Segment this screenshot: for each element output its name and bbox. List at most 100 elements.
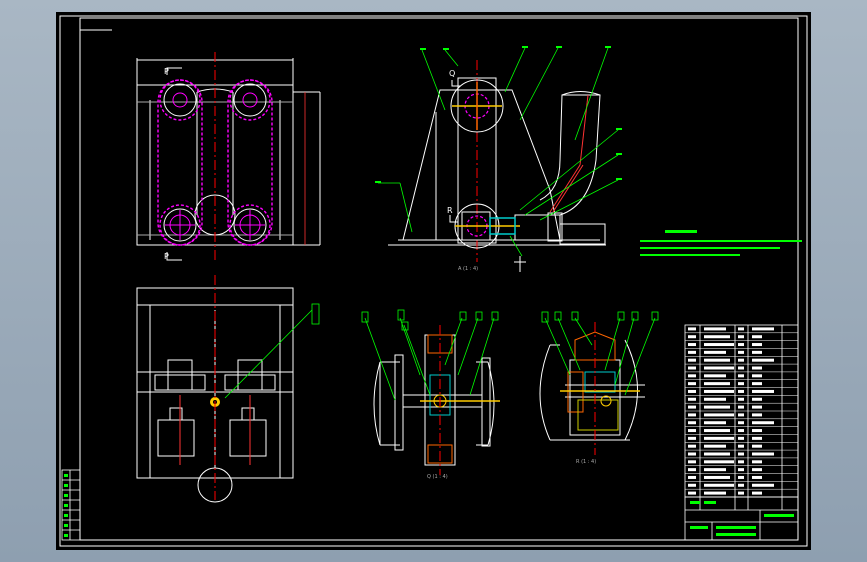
parts-row-text — [752, 468, 762, 472]
top-bearing-highlights — [179, 395, 251, 465]
parts-row-text — [688, 382, 696, 386]
parts-row-text — [752, 483, 774, 487]
parts-row-text — [738, 436, 744, 440]
parts-row-text — [738, 389, 744, 393]
parts-row-text — [704, 475, 730, 479]
parts-row-text — [752, 327, 774, 331]
parts-row-text — [688, 374, 696, 378]
parts-row-text — [752, 452, 774, 456]
section-q-marker — [451, 80, 460, 87]
parts-row-text — [752, 389, 774, 393]
parts-row-text — [752, 491, 762, 495]
parts-row-text — [688, 413, 696, 417]
parts-row-text — [738, 397, 744, 401]
parts-row-text — [752, 366, 762, 370]
parts-row-text — [688, 452, 696, 456]
parts-row-text — [752, 429, 762, 433]
parts-row-text — [752, 382, 762, 386]
parts-row-text — [738, 475, 744, 479]
side-leader-tags — [375, 46, 622, 183]
parts-row-text — [704, 374, 726, 378]
section-label-p-bottom: P — [164, 252, 169, 261]
parts-row-text — [738, 421, 744, 425]
outer-frame — [59, 15, 808, 547]
detail-r-tags — [541, 311, 659, 323]
parts-row-text — [688, 405, 696, 409]
parts-row-text — [704, 366, 734, 370]
parts-row-text — [704, 397, 726, 401]
parts-row-text — [752, 397, 762, 401]
parts-row-text — [688, 491, 696, 495]
parts-row-text — [738, 405, 744, 409]
parts-row-text — [752, 413, 762, 417]
parts-row-text — [704, 335, 730, 339]
parts-row-text — [752, 350, 762, 354]
section-mark-p — [166, 67, 182, 261]
section-label-p-top: P — [164, 67, 169, 76]
parts-row-text — [752, 374, 762, 378]
view-q-caption: Q (1 : 4) — [427, 474, 448, 480]
parts-row-text — [752, 343, 762, 347]
parts-row-text — [738, 460, 744, 464]
parts-row-text — [704, 468, 726, 472]
parts-row-text — [688, 460, 696, 464]
parts-row-text — [738, 350, 744, 354]
detail-q-tags — [361, 309, 499, 331]
parts-row-text — [752, 475, 762, 479]
parts-row-text — [738, 483, 744, 487]
left-stamp-block — [61, 469, 81, 541]
parts-row-text — [738, 413, 744, 417]
parts-row-text — [704, 327, 726, 331]
section-r-marker — [449, 215, 458, 223]
view-r-caption: R (1 : 4) — [576, 459, 596, 465]
view-a-marker — [514, 256, 526, 272]
parts-row-text — [704, 491, 726, 495]
parts-row-text — [688, 389, 696, 393]
parts-row-text — [752, 436, 762, 440]
section-label-q: Q — [449, 69, 455, 78]
parts-row-text — [688, 475, 696, 479]
parts-row-text — [704, 343, 734, 347]
parts-row-text — [738, 444, 744, 448]
parts-row-text — [738, 468, 744, 472]
parts-row-text — [704, 405, 730, 409]
detail-q-leaders — [364, 317, 495, 401]
parts-row-text — [738, 335, 744, 339]
parts-row-text — [704, 436, 734, 440]
detail-r-pulley — [560, 331, 640, 431]
parts-row-text — [738, 327, 744, 331]
parts-row-text — [738, 374, 744, 378]
inner-frame — [79, 17, 799, 541]
parts-row-text — [752, 405, 762, 409]
parts-row-text — [738, 358, 744, 362]
parts-row-text — [704, 483, 734, 487]
parts-row-text — [704, 421, 726, 425]
parts-row-text — [738, 343, 744, 347]
parts-row-text — [688, 358, 696, 362]
parts-row-text — [704, 452, 730, 456]
parts-row-text — [688, 335, 696, 339]
drawing-sheet — [56, 12, 811, 550]
parts-row-text — [704, 350, 726, 354]
parts-row-text — [688, 444, 696, 448]
parts-row-text — [704, 429, 730, 433]
parts-row-text — [752, 460, 762, 464]
side-leaders — [378, 47, 619, 257]
title-block-fills — [690, 501, 794, 536]
technical-notes — [640, 230, 802, 256]
sprocket-teeth — [165, 92, 265, 240]
parts-row-text — [688, 397, 696, 401]
parts-row-text — [688, 366, 696, 370]
parts-row-text — [738, 382, 744, 386]
parts-row-text — [688, 436, 696, 440]
parts-row-text — [704, 444, 726, 448]
parts-row-text — [738, 452, 744, 456]
parts-row-text — [738, 366, 744, 370]
parts-row-text — [752, 335, 762, 339]
parts-row-text — [752, 358, 774, 362]
parts-row-text — [688, 421, 696, 425]
parts-row-text — [688, 343, 696, 347]
parts-row-text — [704, 382, 730, 386]
